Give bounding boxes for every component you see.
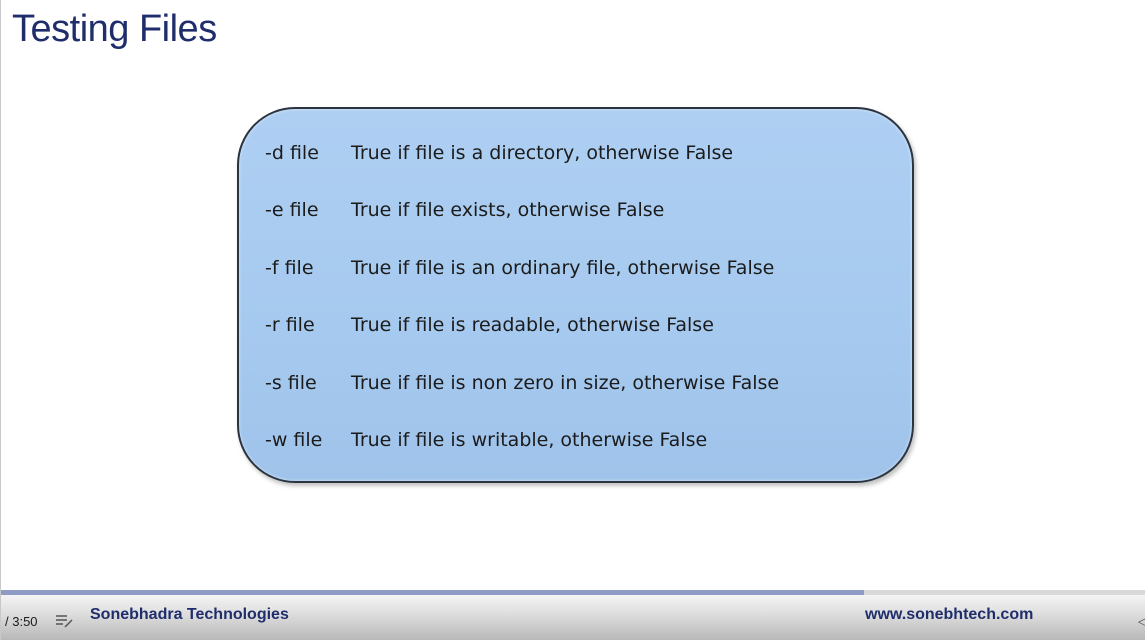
file-test-row: -d file True if file is a directory, oth… [265, 139, 733, 167]
file-test-row: -w file True if file is writable, otherw… [265, 426, 707, 454]
video-time: / 3:50 [5, 614, 38, 629]
test-description: True if file is a directory, otherwise F… [351, 142, 734, 164]
test-description: True if file is non zero in size, otherw… [351, 372, 780, 394]
slide-title: Testing Files [12, 8, 217, 50]
test-description: True if file exists, otherwise False [351, 199, 665, 221]
test-description: True if file is writable, otherwise Fals… [351, 429, 708, 451]
website-link: www.sonebhtech.com [865, 606, 1034, 623]
test-flag: -f file [265, 257, 314, 279]
file-test-box: -d file True if file is a directory, oth… [237, 107, 914, 483]
test-description: True if file is an ordinary file, otherw… [351, 257, 775, 279]
playlist-icon[interactable] [55, 614, 73, 628]
brand-name: Sonebhadra Technologies [90, 606, 289, 623]
video-progress-fill [1, 590, 865, 595]
test-description: True if file is readable, otherwise Fals… [351, 314, 714, 336]
volume-icon[interactable]: ◁ [1138, 616, 1145, 628]
test-flag: -d file [265, 142, 319, 164]
test-flag: -s file [265, 372, 317, 394]
player-control-bar: / 3:50 Sonebhadra Technologies www.soneb… [1, 595, 1145, 640]
video-progress-bar[interactable] [1, 590, 1145, 595]
file-test-row: -e file True if file exists, otherwise F… [265, 196, 664, 224]
test-flag: -e file [265, 199, 319, 221]
file-test-row: -s file True if file is non zero in size… [265, 369, 779, 397]
file-test-row: -f file True if file is an ordinary file… [265, 254, 774, 282]
test-flag: -r file [265, 314, 315, 336]
file-test-row: -r file True if file is readable, otherw… [265, 311, 714, 339]
test-flag: -w file [265, 429, 323, 451]
